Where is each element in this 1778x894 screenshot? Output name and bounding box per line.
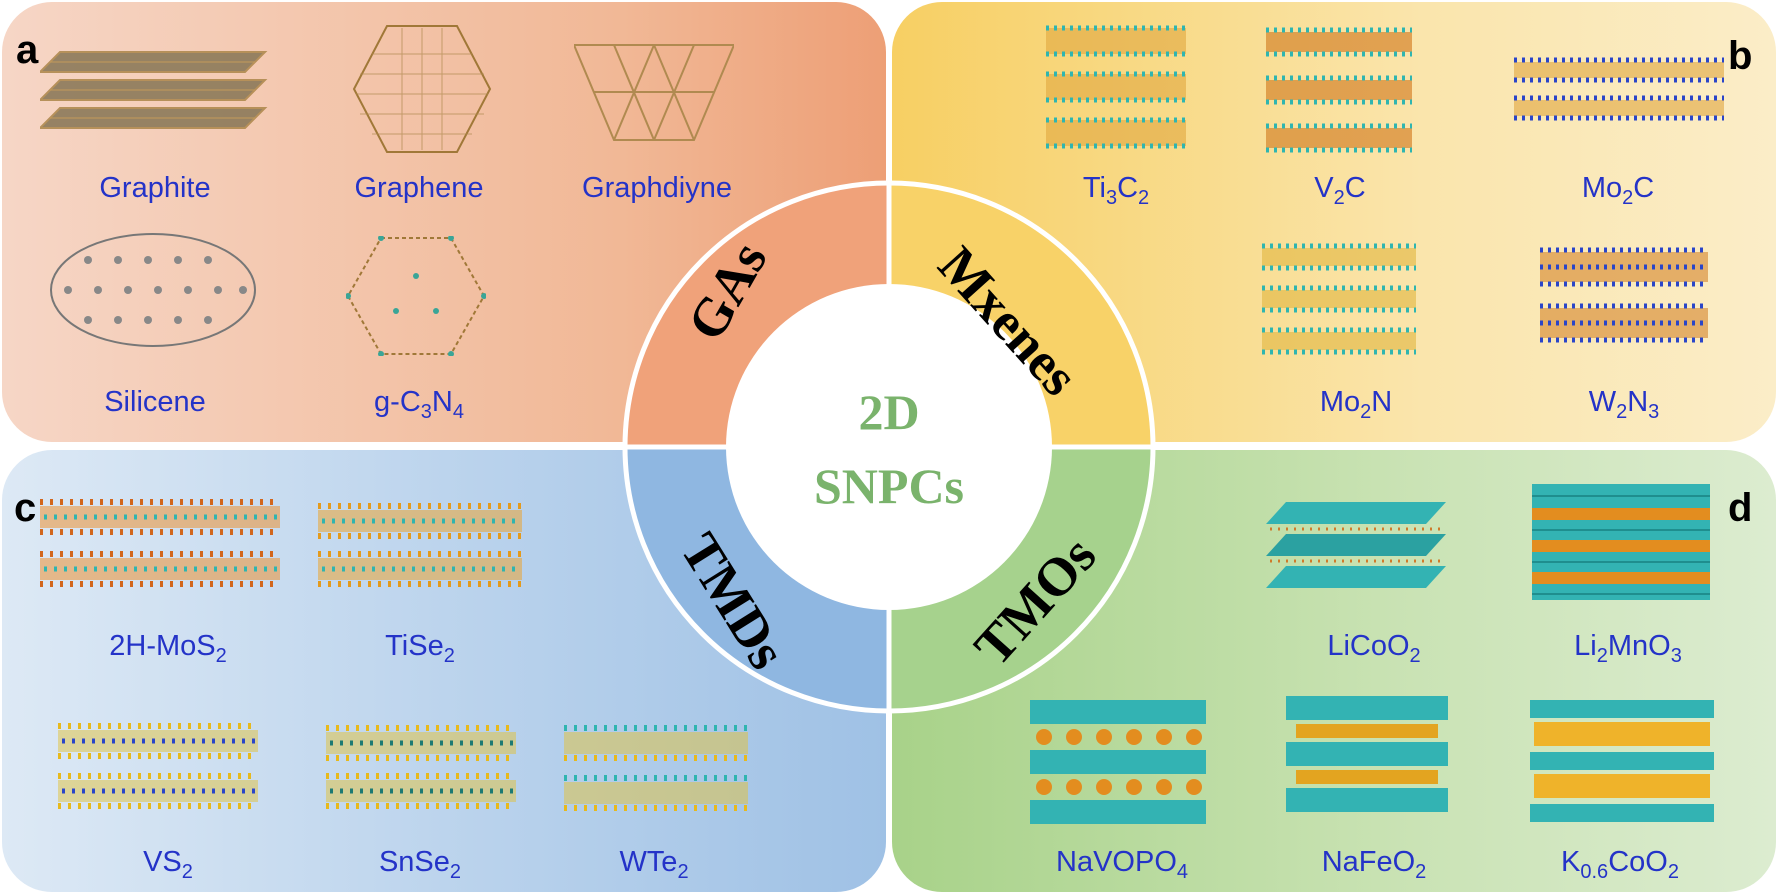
caption-li2mno3: Li2MnO3 [1574,630,1682,667]
navopo4-structure [1030,700,1206,824]
center-title-line1: 2D [858,384,920,440]
panel-label-c: c [14,486,37,530]
mo2n-structure [1262,243,1416,355]
li2mno3-structure [1532,484,1710,600]
caption-ti3c2: Ti3C2 [1082,172,1150,209]
ti3c2-structure [1046,25,1186,149]
panel-label-a: a [16,28,39,72]
w2n3-structure [1540,247,1708,343]
caption-graphite: Graphite [99,172,211,204]
caption-graphdiyne: Graphdiyne [582,172,732,204]
caption-graphene: Graphene [354,172,484,204]
v2c-structure [1266,27,1412,153]
tise2-structure [318,503,522,587]
licoo2-structure [1266,502,1446,588]
caption-mo2c: Mo2C [1581,172,1655,209]
mo2c-structure [1514,57,1724,121]
caption-wte2: WTe2 [619,846,689,883]
silicene-structure [50,233,256,347]
graphdiyne-structure [574,44,734,141]
vs2-structure [58,723,258,809]
caption-g-c3n4: g-C3N4 [374,386,464,423]
caption-2h-mos2: 2H-MoS2 [109,630,227,667]
caption-w2n3: W2N3 [1588,386,1660,423]
panel-label-b: b [1728,34,1753,78]
panel-label-d: d [1728,486,1753,530]
center-title-line2: SNPCs [813,458,965,514]
k06coo2-structure [1530,700,1714,822]
caption-vs2: VS2 [143,846,193,883]
caption-nafeo2: NaFeO2 [1321,846,1427,883]
graphite-structure [40,51,268,129]
caption-k06coo2: K0.6CoO2 [1561,846,1679,883]
caption-mo2n: Mo2N [1319,386,1393,423]
caption-tise2: TiSe2 [385,630,455,667]
nafeo2-structure [1286,696,1448,812]
g-c3n4-structure [346,236,486,356]
caption-licoo2: LiCoO2 [1327,630,1421,667]
snse2-structure [326,725,516,809]
2h-mos2-structure [40,499,280,587]
caption-v2c: V2C [1314,172,1366,209]
caption-navopo4: NaVOPO4 [1056,846,1188,883]
wte2-structure [564,725,748,811]
graphene-structure [352,25,492,153]
caption-snse2: SnSe2 [378,846,462,883]
caption-silicene: Silicene [104,386,206,418]
